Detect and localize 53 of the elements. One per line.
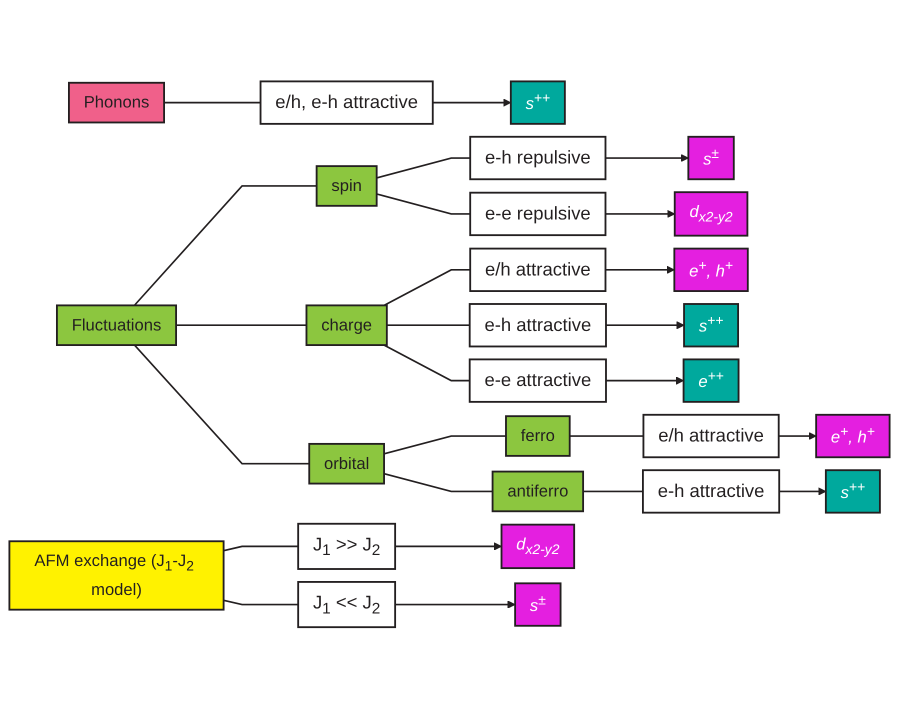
node-box: e-h attractive bbox=[642, 469, 780, 514]
node-box: antiferro bbox=[492, 470, 584, 512]
arrow bbox=[395, 542, 502, 551]
connector bbox=[384, 435, 506, 455]
node-box: e$^{++}$ bbox=[682, 358, 740, 403]
connector bbox=[570, 435, 644, 438]
connector bbox=[223, 600, 298, 606]
node-box: d$_{x2-y2}$ bbox=[500, 524, 576, 570]
node-box: e-h attractive bbox=[468, 303, 607, 348]
node-box: ferro bbox=[505, 415, 571, 458]
node-box: e-e repulsive bbox=[469, 192, 606, 236]
arrow bbox=[605, 154, 689, 162]
connector bbox=[176, 324, 306, 326]
node-box: Phonons bbox=[68, 82, 165, 124]
node-box: e/h attractive bbox=[642, 414, 780, 458]
node-box: e/h, e-h attractive bbox=[260, 80, 434, 125]
node-box: e-h repulsive bbox=[469, 136, 606, 180]
node-box: e-e attractive bbox=[468, 358, 607, 403]
node-box: d$_{x2-y2}$ bbox=[674, 191, 748, 237]
node-box: orbital bbox=[308, 443, 385, 485]
node-box: s$^{±}$ bbox=[687, 136, 735, 180]
connector bbox=[223, 546, 298, 552]
connector bbox=[386, 324, 470, 326]
connector bbox=[384, 473, 493, 492]
connector bbox=[376, 157, 470, 179]
arrow bbox=[605, 266, 675, 274]
node-box: e$^{+}$, h$^{+}$ bbox=[815, 414, 891, 458]
arrow bbox=[395, 600, 516, 609]
node-box: AFM exchange (J$_{1}$-J$_{2}$ model) bbox=[8, 540, 225, 611]
arrow bbox=[778, 432, 817, 440]
arrow bbox=[432, 98, 512, 107]
connector bbox=[583, 490, 643, 492]
arrow bbox=[606, 321, 684, 330]
connector bbox=[384, 344, 470, 382]
connector bbox=[384, 269, 470, 306]
connector bbox=[164, 102, 261, 104]
node-box: J$_{1}$ >> J$_{2}$ bbox=[297, 523, 396, 570]
node-box: s$^{±}$ bbox=[514, 582, 562, 627]
arrow bbox=[605, 210, 676, 218]
connector bbox=[134, 344, 310, 465]
node-box: spin bbox=[316, 165, 378, 207]
node-box: J$_{1}$ << J$_{2}$ bbox=[297, 581, 396, 628]
arrow bbox=[779, 488, 826, 496]
connector bbox=[134, 185, 317, 306]
connector bbox=[376, 193, 470, 215]
node-box: Fluctuations bbox=[56, 304, 177, 346]
node-box: charge bbox=[306, 304, 388, 346]
node-box: s$^{++}$ bbox=[510, 80, 566, 125]
arrow bbox=[606, 376, 684, 385]
node-box: e$^{+}$, h$^{+}$ bbox=[673, 248, 749, 292]
node-box: e/h attractive bbox=[469, 248, 606, 292]
node-box: s$^{++}$ bbox=[824, 469, 881, 514]
node-box: s$^{++}$ bbox=[683, 303, 739, 348]
